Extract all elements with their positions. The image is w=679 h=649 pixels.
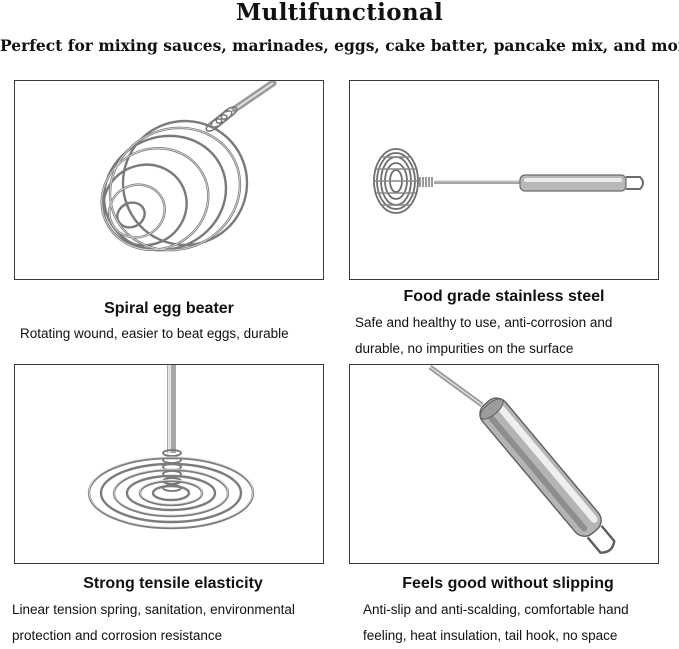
feature-image-grip [349, 364, 659, 564]
page-title: Multifunctional [235, 0, 444, 26]
feature-desc-line: durable, no impurities on the surface [355, 341, 574, 356]
whisk-full-view-icon [373, 148, 644, 214]
feature-desc-line: Rotating wound, easier to beat eggs, dur… [20, 326, 289, 341]
spiral-whisk-head-icon [100, 81, 277, 252]
feature-desc-line: feeling, heat insulation, tail hook, no … [363, 628, 618, 643]
feature-image-steel [349, 80, 659, 280]
feature-desc-elasticity: Linear tension spring, sanitation, envir… [12, 597, 295, 649]
handle-with-hook-icon [428, 365, 616, 554]
feature-heading-grip: Feels good without slipping [402, 575, 614, 592]
page-subtitle: Perfect for mixing sauces, marinades, eg… [0, 36, 679, 55]
feature-desc-spiral: Rotating wound, easier to beat eggs, dur… [20, 321, 289, 347]
feature-desc-line: Linear tension spring, sanitation, envir… [12, 602, 295, 617]
feature-heading-steel: Food grade stainless steel [403, 288, 605, 305]
feature-image-spiral [14, 80, 324, 280]
feature-heading-elasticity: Strong tensile elasticity [83, 575, 263, 592]
feature-desc-grip: Anti-slip and anti-scalding, comfortable… [363, 597, 629, 649]
feature-desc-steel: Safe and healthy to use, anti-corrosion … [355, 310, 612, 362]
flat-spiral-coil-icon [87, 365, 255, 530]
feature-image-elasticity [14, 364, 324, 564]
feature-desc-line: Anti-slip and anti-scalding, comfortable… [363, 602, 629, 617]
feature-desc-line: protection and corrosion resistance [12, 628, 223, 643]
feature-desc-line: Safe and healthy to use, anti-corrosion … [355, 315, 613, 330]
feature-heading-spiral: Spiral egg beater [104, 300, 234, 317]
